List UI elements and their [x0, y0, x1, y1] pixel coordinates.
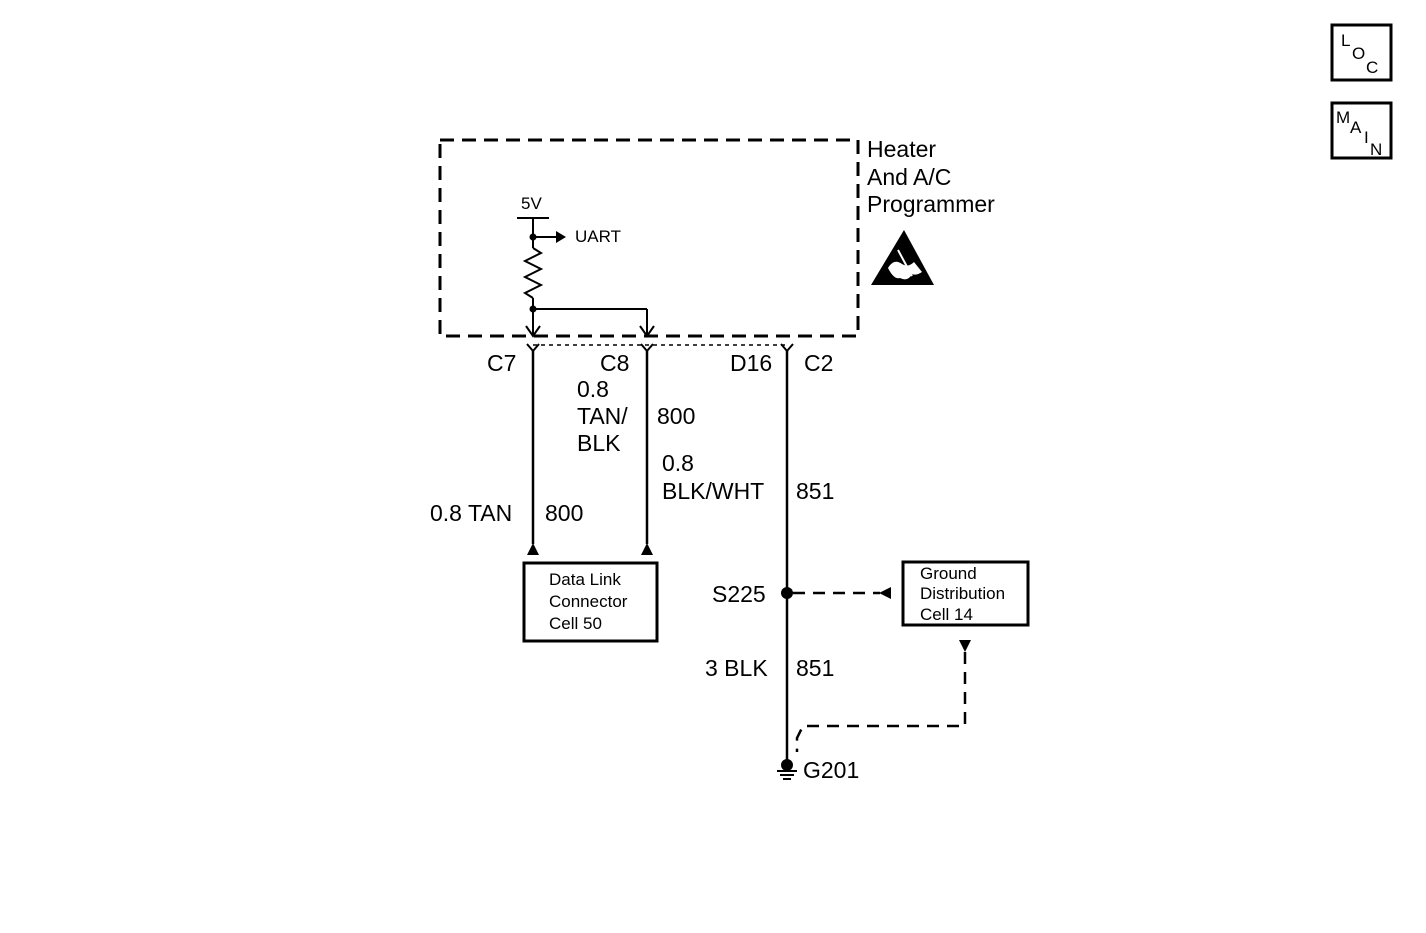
c8-wire-arrow-icon	[641, 543, 653, 555]
module-name-line1: Heater	[867, 136, 936, 162]
gd-line2: Distribution	[920, 584, 1005, 603]
pin-d16-label: D16	[730, 350, 772, 376]
c8-wire-color-line1: TAN/	[577, 403, 628, 429]
c7-wire-size-color: 0.8 TAN	[430, 500, 512, 526]
d16-connector-icon	[780, 343, 794, 353]
c7-wire-arrow-icon	[527, 543, 539, 555]
loc-letter-2: O	[1352, 44, 1365, 63]
gd-down-arrow-icon	[959, 640, 971, 652]
gd-to-ground-dashed	[795, 652, 967, 752]
ground-label: G201	[803, 757, 859, 783]
c8-wire-size: 0.8	[577, 376, 609, 402]
ground-symbol-icon	[777, 765, 797, 780]
supply-label: 5V	[521, 194, 542, 213]
main-letter-3: I	[1364, 128, 1369, 147]
c8-wire-color-line2: BLK	[577, 430, 621, 456]
gd-arrow-icon	[879, 587, 891, 599]
gd-box	[901, 560, 1030, 627]
pullup-resistor	[522, 247, 544, 299]
main-letter-2: A	[1350, 118, 1362, 137]
gd-line3: Cell 14	[920, 605, 973, 624]
d16-wire-color: BLK/WHT	[662, 478, 764, 504]
c7-wire-circuit: 800	[545, 500, 583, 526]
module-name-line3: Programmer	[867, 191, 995, 217]
splice-s225	[781, 587, 793, 599]
ground-wire-size-color: 3 BLK	[705, 655, 768, 681]
d16-wire-size: 0.8	[662, 450, 694, 476]
dlc-line3: Cell 50	[549, 614, 602, 633]
main-letter-4: N	[1370, 140, 1382, 159]
module-name-line2: And A/C	[867, 164, 951, 190]
c7-arrow-icon	[525, 325, 541, 338]
loc-button[interactable]: L O C	[1330, 23, 1393, 82]
c8-arrow-icon	[639, 325, 655, 338]
c8-wire-circuit: 800	[657, 403, 695, 429]
dlc-box	[522, 561, 659, 643]
main-button[interactable]: M A I N	[1330, 101, 1393, 160]
ground-wire-circuit: 851	[796, 655, 834, 681]
pin-c2-label: C2	[804, 350, 833, 376]
module-enclosure	[438, 138, 860, 338]
pin-c8-label: C8	[600, 350, 629, 376]
esd-warning-icon	[871, 230, 934, 285]
loc-letter-3: C	[1366, 58, 1378, 77]
gd-line1: Ground	[920, 564, 977, 583]
uart-label: UART	[575, 227, 621, 246]
dlc-line1: Data Link	[549, 570, 621, 589]
pin-c7-label: C7	[487, 350, 516, 376]
uart-arrow-icon	[556, 231, 566, 243]
loc-letter-1: L	[1341, 31, 1350, 50]
splice-label: S225	[712, 581, 766, 607]
main-letter-1: M	[1336, 108, 1350, 127]
d16-wire-circuit: 851	[796, 478, 834, 504]
dlc-line2: Connector	[549, 592, 628, 611]
